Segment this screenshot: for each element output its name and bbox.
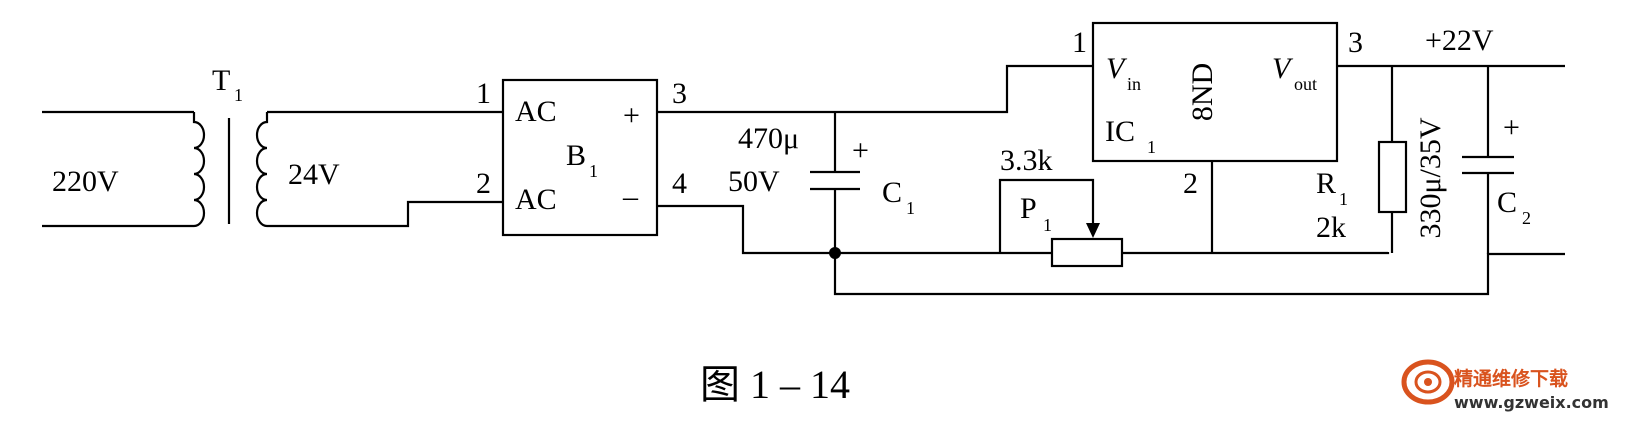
secondary-wire-bottom [267, 200, 503, 228]
b1-pin4-label: 4 [672, 167, 687, 200]
t1-label: T [212, 64, 230, 97]
ic1-subscript: 1 [1147, 137, 1156, 157]
c1-label: C [882, 176, 902, 209]
ic1-part-label: 8ND [1186, 63, 1219, 121]
ic1-label: IC [1105, 115, 1135, 148]
watermark-url: www.gzweix.com [1454, 393, 1609, 412]
c1-subscript: 1 [906, 198, 915, 218]
p1-value-label: 3.3k [1000, 144, 1053, 177]
resistor-r1 [1377, 66, 1408, 253]
ic1-pin2-label: 2 [1183, 167, 1198, 200]
potentiometer-p1 [998, 178, 1124, 268]
ic1-pin1-label: 1 [1072, 26, 1087, 59]
b1-pin1-label: 1 [476, 77, 491, 110]
r1-value-label: 2k [1316, 211, 1346, 244]
watermark: 精通维修下载 www.gzweix.com [1401, 359, 1609, 412]
c1-capacitance-label: 470μ [738, 122, 799, 155]
c2-plus-label: + [1503, 111, 1520, 144]
output-voltage-label: +22V [1425, 24, 1494, 57]
b1-subscript: 1 [589, 161, 598, 181]
transformer-t1 [42, 110, 503, 228]
p1-label: P [1020, 192, 1037, 225]
b1-minus-label: – [622, 180, 639, 213]
t1-subscript: 1 [234, 85, 243, 105]
watermark-name: 精通维修下载 [1454, 367, 1568, 390]
r1-subscript: 1 [1339, 189, 1348, 209]
b1-label: B [566, 139, 586, 172]
ic1-pin3-label: 3 [1348, 26, 1363, 59]
primary-voltage-label: 220V [52, 165, 119, 198]
vin-subscript: in [1127, 74, 1141, 94]
ground-return-wire [833, 252, 1565, 296]
secondary-voltage-label: 24V [288, 158, 340, 191]
bridge-rectifier-b1 [501, 78, 659, 237]
vout-label: V [1272, 52, 1294, 85]
capacitor-c2 [1462, 66, 1514, 254]
regulator-ic1 [1091, 21, 1339, 163]
c1-voltage-label: 50V [728, 165, 780, 198]
b1-pin2-label: 2 [476, 167, 491, 200]
positive-rail-wire [657, 64, 1093, 114]
vin-label: V [1106, 52, 1128, 85]
secondary-coil [255, 112, 269, 228]
watermark-logo-icon [1401, 359, 1455, 405]
figure-caption: 图 1 – 14 [700, 362, 850, 407]
c2-subscript: 2 [1522, 208, 1531, 228]
b1-pin3-label: 3 [672, 77, 687, 110]
c2-value-label: 330μ/35V [1414, 117, 1447, 238]
c2-label: C [1497, 186, 1517, 219]
primary-coil [192, 112, 206, 228]
p1-subscript: 1 [1043, 215, 1052, 235]
b1-plus-label: + [623, 99, 640, 132]
b1-ac-top-label: AC [515, 95, 557, 128]
r1-label: R [1316, 167, 1336, 200]
b1-ac-bottom-label: AC [515, 183, 557, 216]
c1-plus-label: + [852, 134, 869, 167]
junction-dot [829, 247, 841, 259]
negative-wire [657, 204, 1390, 255]
vout-subscript: out [1294, 74, 1317, 94]
capacitor-c1 [810, 112, 860, 253]
